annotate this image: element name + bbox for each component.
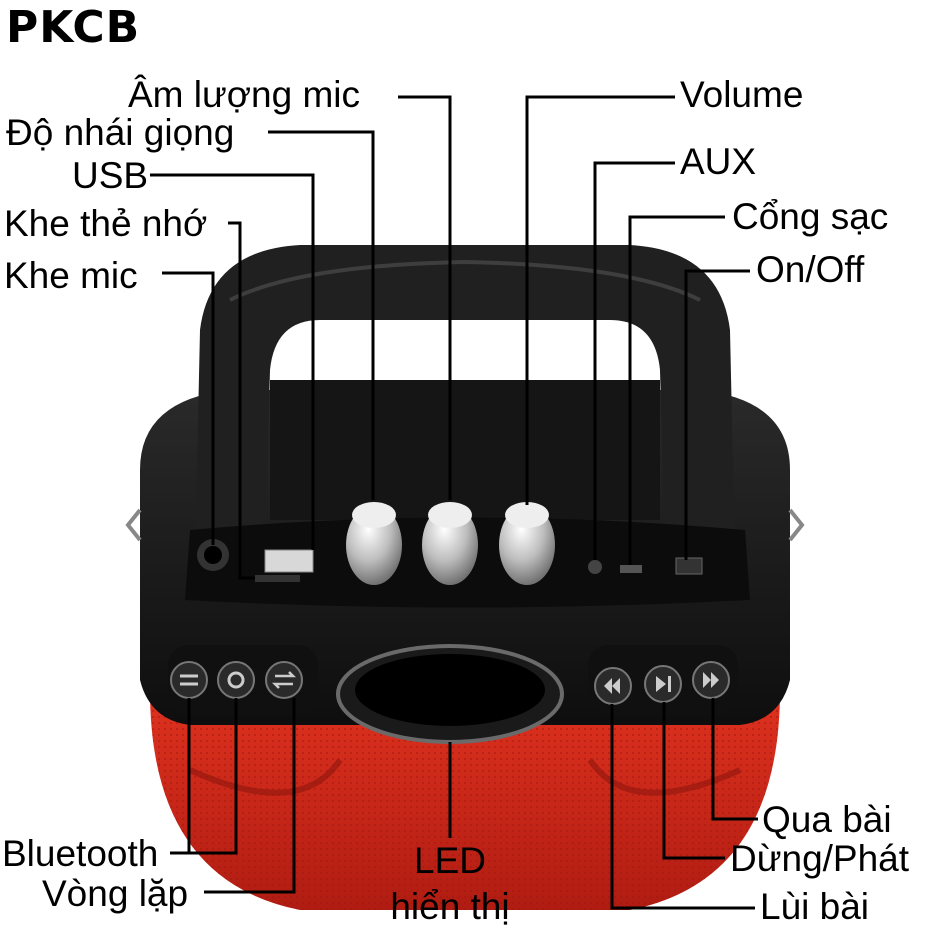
prev-track-button: [595, 668, 631, 704]
mode-button: [171, 662, 207, 698]
play-pause-button: [645, 666, 681, 702]
label-prev-track: Lùi bài: [760, 888, 869, 925]
label-power: On/Off: [756, 251, 864, 288]
brand-title: PKCB: [6, 6, 140, 50]
label-bluetooth: Bluetooth: [2, 835, 158, 872]
voice-effect-knob: [346, 502, 402, 585]
label-charge-port: Cổng sạc: [732, 198, 888, 235]
label-memory-card: Khe thẻ nhớ: [4, 205, 207, 242]
label-led-line2: hiển thị: [350, 888, 550, 925]
label-mic-volume: Âm lượng mic: [128, 76, 360, 113]
mic-volume-knob: [422, 502, 478, 585]
volume-knob: [499, 502, 555, 585]
memory-card-slot: [255, 575, 300, 582]
aux-jack: [588, 560, 602, 574]
label-mic-slot: Khe mic: [4, 257, 138, 294]
power-switch: [676, 558, 702, 574]
label-repeat: Vòng lặp: [42, 875, 188, 912]
label-play-pause: Dừng/Phát: [730, 840, 909, 877]
label-voice-effect: Độ nhái giọng: [6, 114, 234, 151]
bluetooth-button: [218, 662, 254, 698]
next-track-button: [693, 662, 729, 698]
label-next-track: Qua bài: [762, 801, 892, 838]
repeat-button: [266, 662, 302, 698]
label-led-line1: LED: [350, 842, 550, 879]
charge-port: [620, 565, 642, 573]
usb-port: [265, 550, 313, 572]
label-aux: AUX: [680, 143, 756, 180]
led-display: [338, 646, 562, 742]
label-volume: Volume: [680, 76, 803, 113]
label-usb: USB: [72, 157, 148, 194]
